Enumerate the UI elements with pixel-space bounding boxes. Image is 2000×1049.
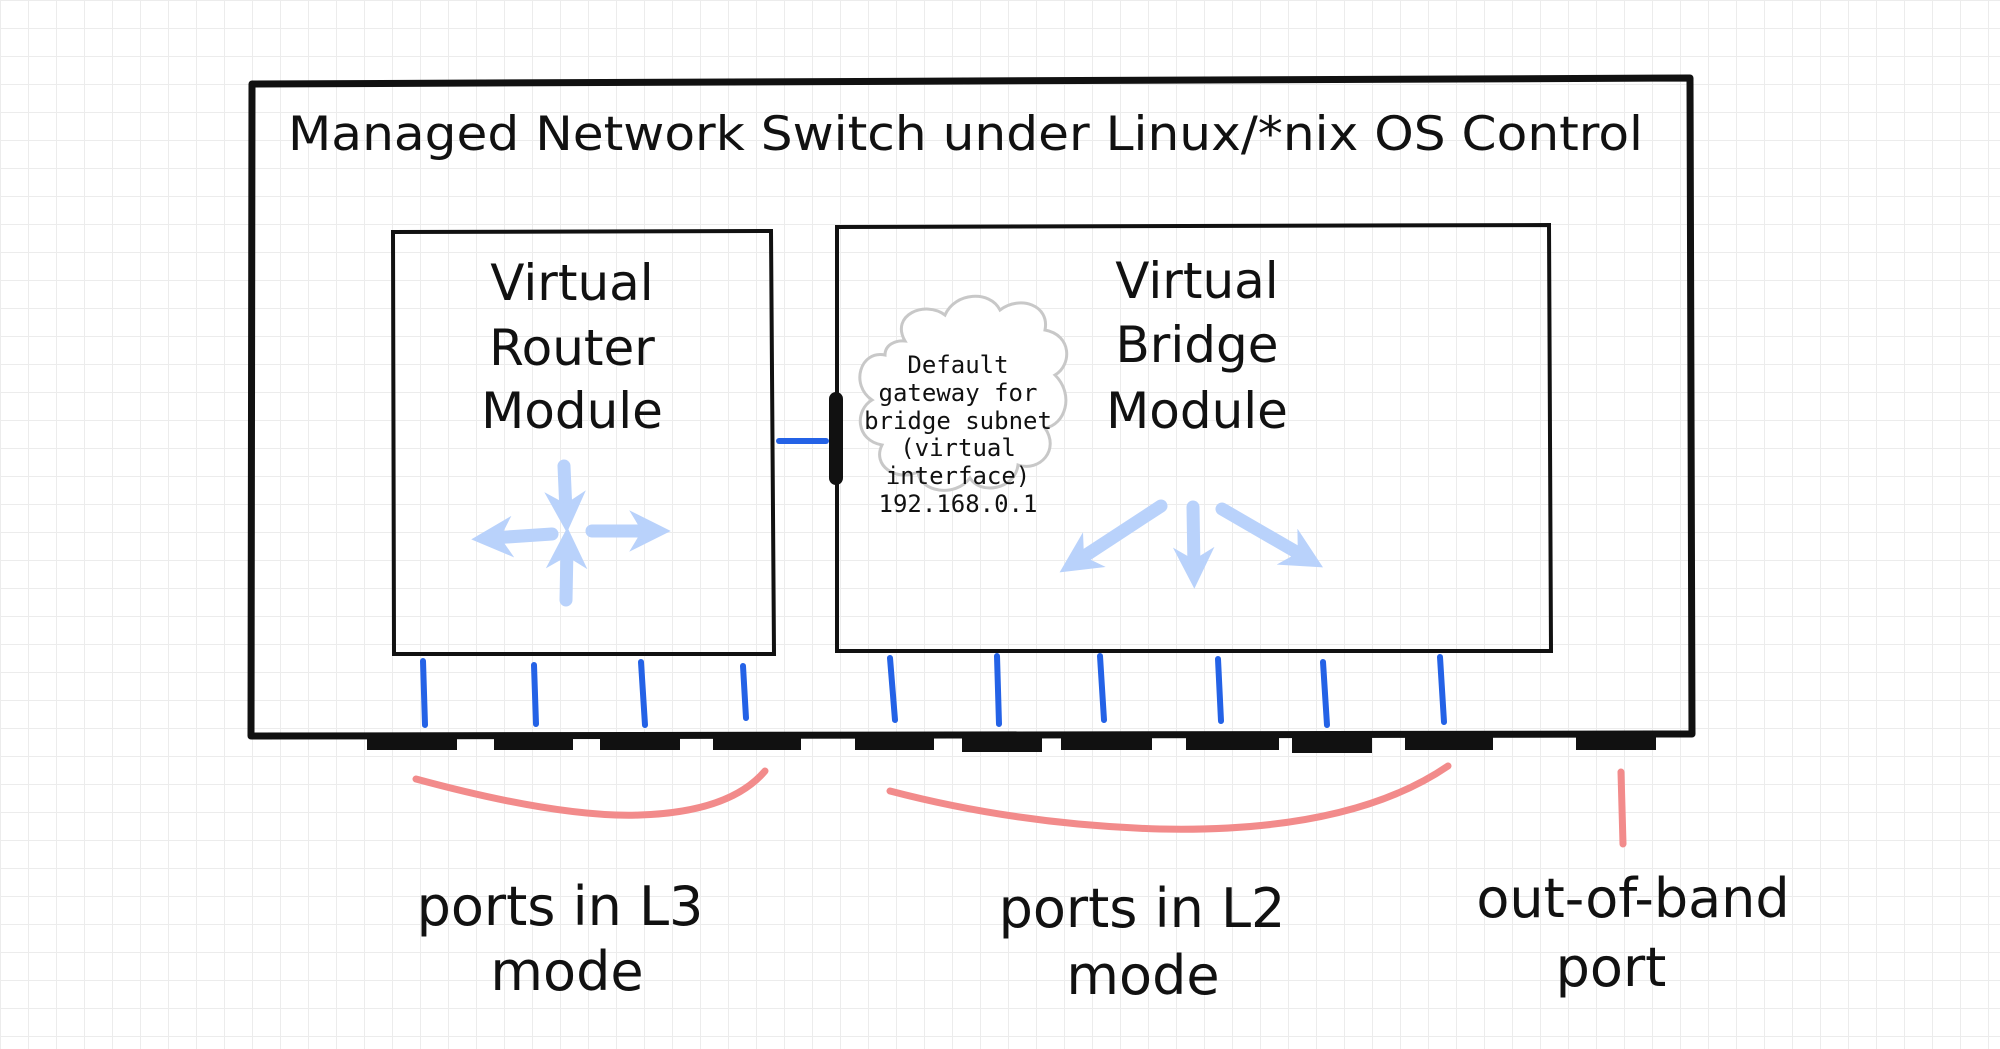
l2-link-5 xyxy=(1320,659,1330,728)
l2-port-3 xyxy=(1061,734,1152,750)
l3-ports-brace xyxy=(412,767,769,819)
bridge-module-box xyxy=(835,222,1554,653)
bridge-module-label-2: Bridge xyxy=(1116,316,1279,374)
l2-link-3 xyxy=(1097,653,1107,723)
router-module-label-1: Virtual xyxy=(490,254,653,312)
l3-link-3 xyxy=(638,659,648,728)
l3-link-2 xyxy=(531,662,539,727)
switch-chassis xyxy=(247,74,1696,740)
router-module-label-3: Module xyxy=(481,382,663,440)
gateway-line-3: bridge subnet xyxy=(864,407,1052,435)
gateway-line-1: Default xyxy=(907,351,1008,379)
bridge-arrows-icon xyxy=(1059,499,1324,589)
gateway-line-4: (virtual xyxy=(900,434,1016,462)
oob-label-line-1: out-of-band xyxy=(1476,867,1789,930)
gateway-line-2: gateway for xyxy=(879,379,1038,407)
oob-port xyxy=(1576,734,1656,750)
l2-label-line-1: ports in L2 xyxy=(999,877,1286,940)
l2-port-4 xyxy=(1186,734,1279,750)
l2-link-6 xyxy=(1437,654,1447,725)
l3-port-2 xyxy=(494,734,573,750)
l2-link-4 xyxy=(1215,656,1224,724)
gateway-cloud xyxy=(858,294,1069,492)
gateway-line-6: 192.168.0.1 xyxy=(879,490,1038,518)
l3-port-3 xyxy=(600,734,680,750)
router-module-box xyxy=(390,228,777,656)
l2-label-line-2: mode xyxy=(1066,944,1219,1007)
gateway-line-5: interface) xyxy=(886,462,1031,490)
l2-port-1 xyxy=(855,734,934,750)
bridge-module-label-3: Module xyxy=(1106,382,1288,440)
port-links xyxy=(420,653,1447,728)
physical-ports xyxy=(367,734,1656,753)
router-arrows-icon xyxy=(471,459,671,607)
l2-link-2 xyxy=(994,653,1002,727)
bridge-module-label-1: Virtual xyxy=(1115,252,1278,310)
l2-port-6 xyxy=(1405,734,1493,750)
l3-label-line-2: mode xyxy=(490,940,643,1003)
l3-link-4 xyxy=(740,663,749,721)
oob-label-line-2: port xyxy=(1556,936,1667,999)
l3-port-4 xyxy=(713,734,801,750)
oob-port-pointer xyxy=(1617,768,1627,848)
l3-label-line-1: ports in L3 xyxy=(417,875,704,938)
l2-port-2 xyxy=(962,734,1042,752)
l2-link-1 xyxy=(887,655,898,723)
l2-ports-brace xyxy=(886,762,1452,833)
switch-title: Managed Network Switch under Linux/*nix … xyxy=(288,107,1643,162)
l2-port-5 xyxy=(1292,734,1372,753)
l3-link-1 xyxy=(420,658,428,728)
router-module-label-2: Router xyxy=(489,319,655,377)
gateway-cloud-text: Default gateway for bridge subnet (virtu… xyxy=(864,351,1052,518)
l3-port-1 xyxy=(367,734,457,750)
